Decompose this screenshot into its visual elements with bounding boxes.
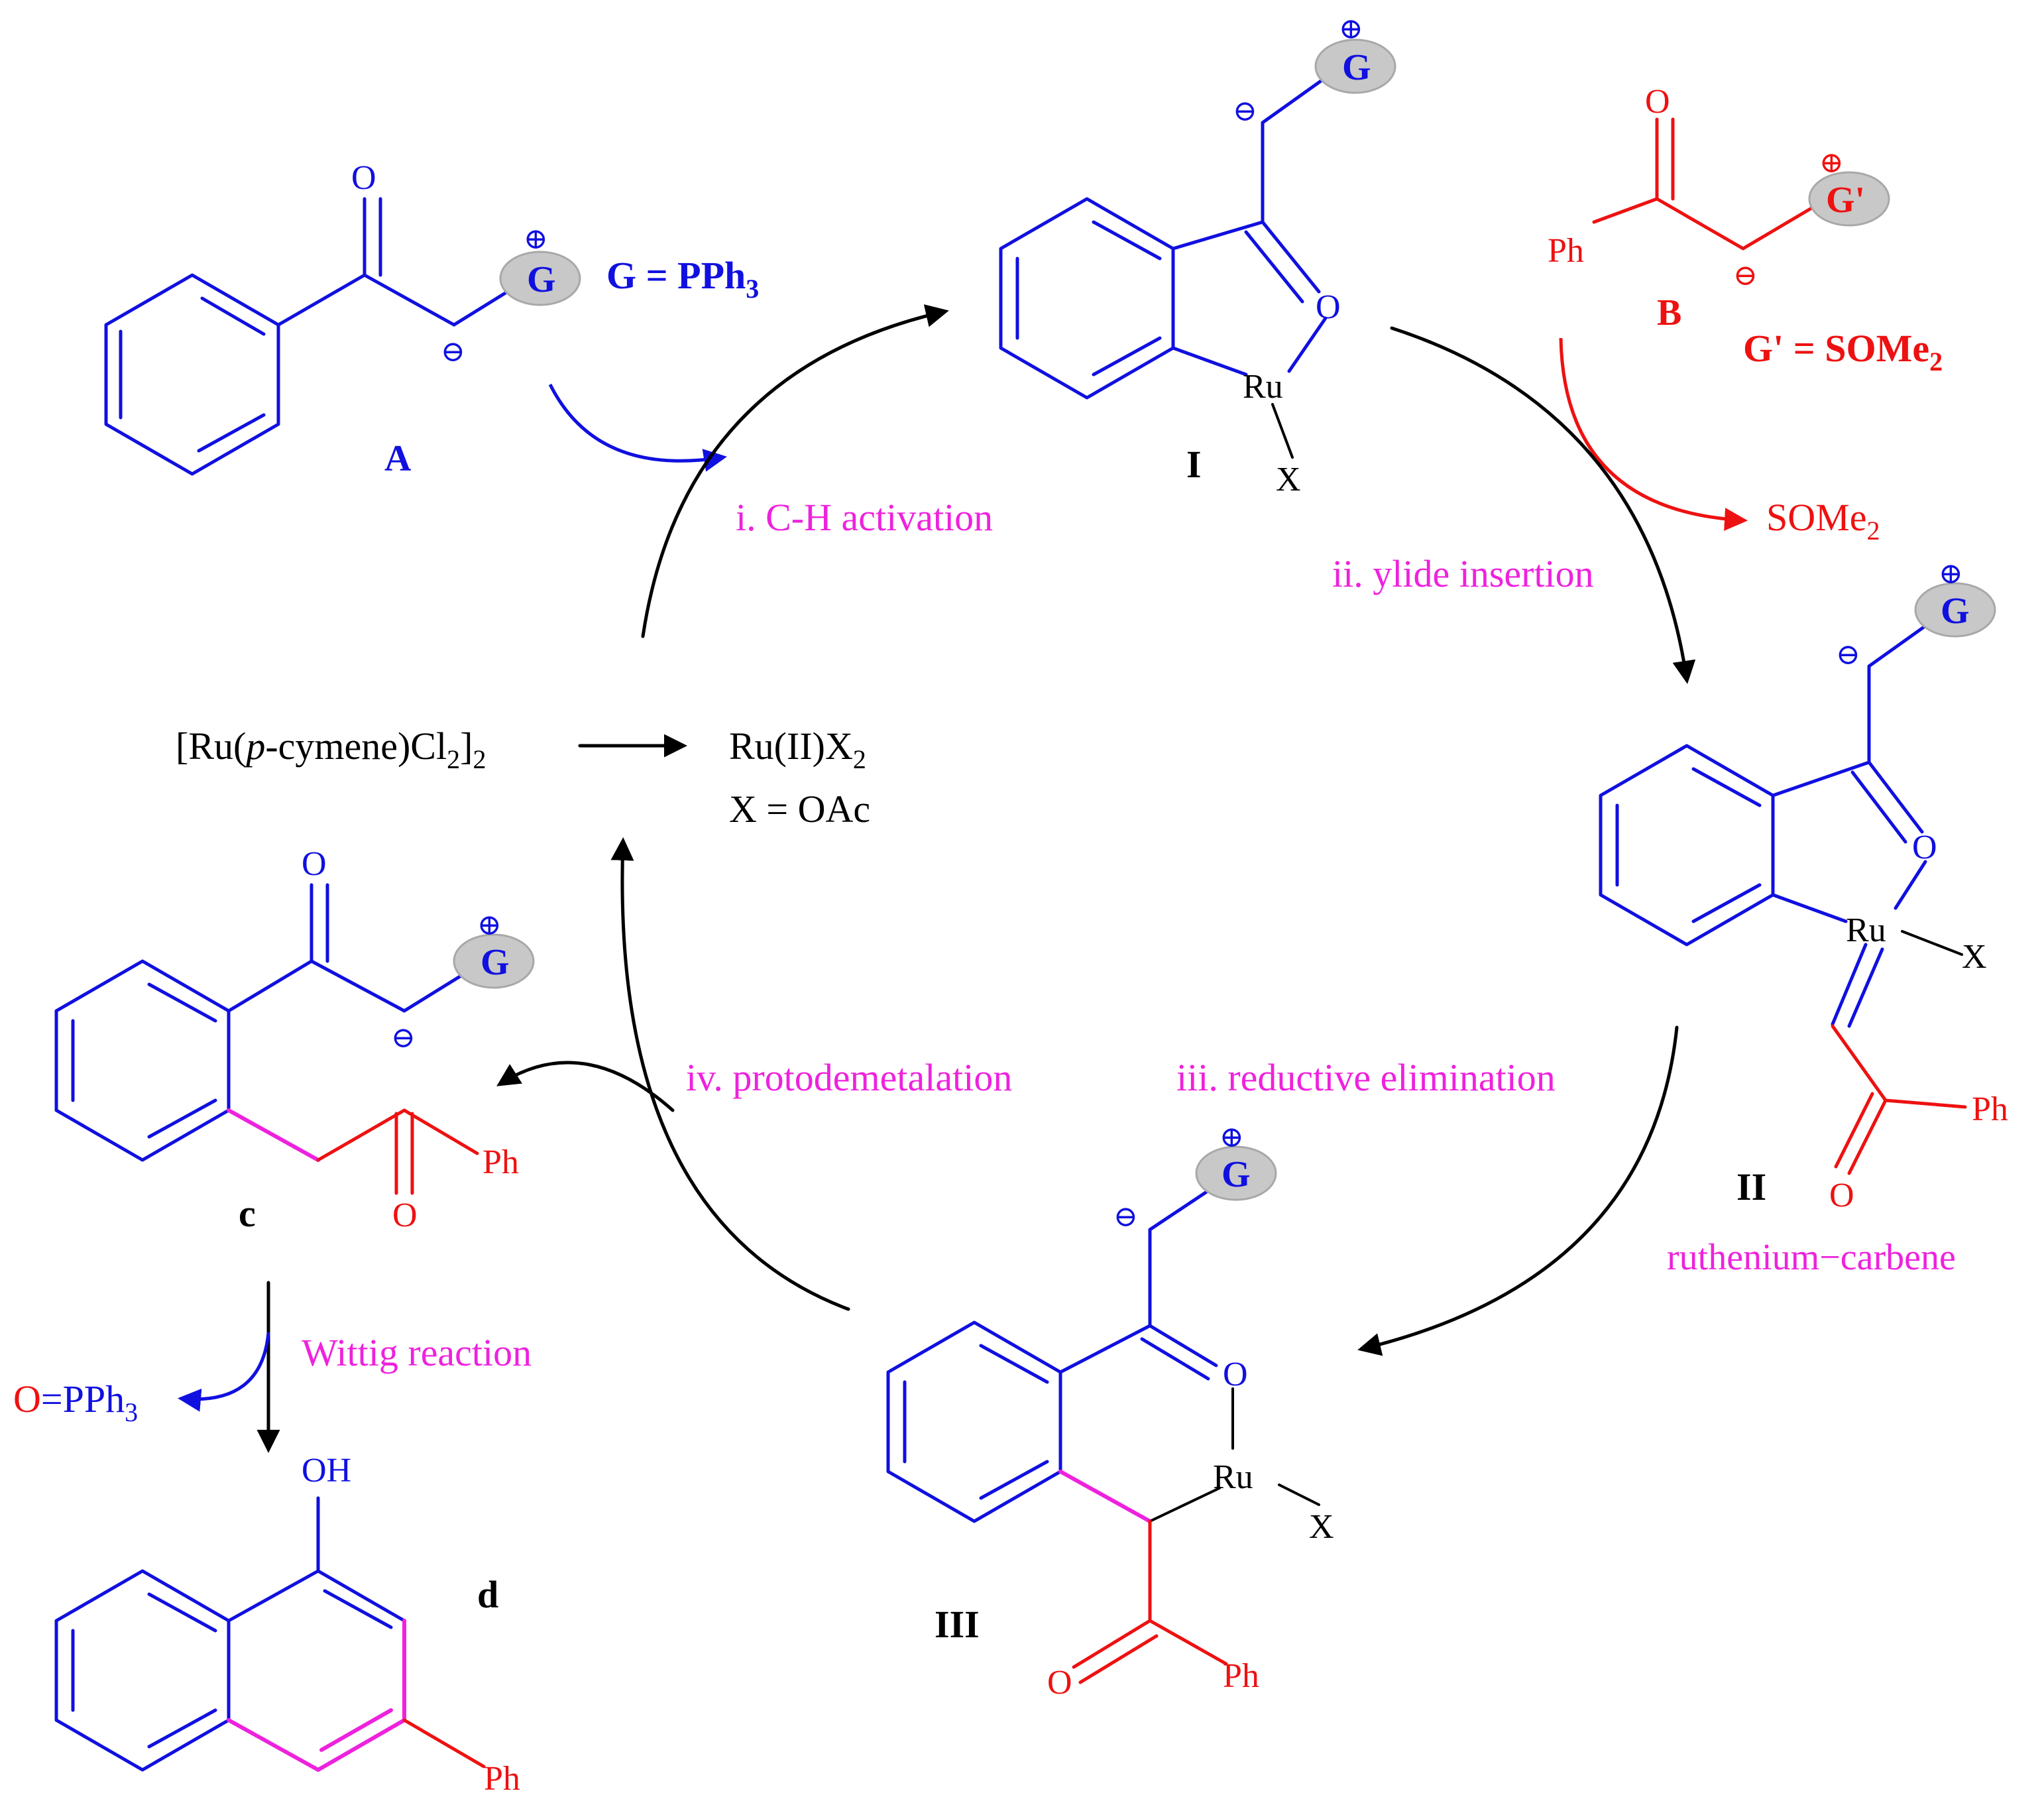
g-prime-definition: G' = SOMe2 xyxy=(1743,327,1943,377)
x-definition: X = OAc xyxy=(729,787,870,831)
arrow-step-iv xyxy=(610,837,850,1311)
intermediate-III: O Ru X O Ph G ⊕ ⊖ III xyxy=(886,1121,1334,1702)
minus-charge-icon: ⊖ xyxy=(441,335,465,368)
wittig-label: Wittig reaction xyxy=(302,1331,532,1374)
phenyl-label: Ph xyxy=(1972,1090,2008,1128)
minus-charge-icon: ⊖ xyxy=(1733,259,1758,292)
ruthenium-label: Ru xyxy=(1846,911,1886,949)
x-label: X xyxy=(1962,938,1987,976)
arrow-release-c xyxy=(496,1061,675,1112)
arrow-step-iii xyxy=(1357,1025,1679,1356)
plus-charge-icon: ⊕ xyxy=(1339,13,1363,45)
g-label: G xyxy=(1342,47,1371,88)
reagent-B: O Ph G' ⊕ ⊖ B xyxy=(1548,83,1890,333)
intermediate-II: O Ru X Ph O G ⊕ ⊖ II xyxy=(1599,557,2008,1214)
oxygen-label: O xyxy=(302,845,327,883)
step-ii-label: ii. ylide insertion xyxy=(1332,552,1594,595)
arrow-wittig-byproduct xyxy=(178,1332,270,1412)
label-A: A xyxy=(384,438,412,479)
arrow-step-i xyxy=(641,304,949,638)
plus-charge-icon: ⊕ xyxy=(1819,146,1844,179)
carbene-note: ruthenium−carbene xyxy=(1667,1237,1956,1278)
label-I: I xyxy=(1186,443,1202,486)
g-prime-label: G' xyxy=(1826,180,1865,221)
g-label: G xyxy=(1221,1154,1251,1195)
step-iii-label: iii. reductive elimination xyxy=(1176,1056,1556,1099)
plus-charge-icon: ⊕ xyxy=(477,909,502,941)
arrow-step-ii xyxy=(1390,326,1696,684)
g-label: G xyxy=(527,259,556,300)
label-B: B xyxy=(1657,292,1681,333)
phenyl-label: Ph xyxy=(483,1143,519,1181)
oxygen-label: O xyxy=(1316,288,1341,326)
oxygen-label: O xyxy=(1047,1664,1072,1702)
plus-charge-icon: ⊕ xyxy=(1220,1121,1244,1153)
minus-charge-icon: ⊖ xyxy=(391,1021,416,1054)
oxygen-label: O xyxy=(1645,83,1670,121)
step-i-label: i. C-H activation xyxy=(736,496,993,539)
g-label: G xyxy=(1941,591,1970,632)
arrow-B-to-SOMe2 xyxy=(1559,337,1748,531)
g-label: G xyxy=(481,942,510,983)
oxygen-label: O xyxy=(1912,829,1937,866)
arrow-A-entry xyxy=(548,383,727,472)
intermediate-I: O Ru X G ⊕ ⊖ I xyxy=(999,13,1396,498)
oxygen-label: O xyxy=(1829,1177,1854,1214)
label-c: c xyxy=(239,1192,256,1235)
some2-byproduct: SOMe2 xyxy=(1766,496,1880,546)
oppp-byproduct: O=PPh3 xyxy=(13,1377,138,1427)
compound-A: O G ⊕ ⊖ A xyxy=(104,159,581,479)
phenyl-label: Ph xyxy=(1223,1657,1259,1695)
hydroxyl-label: OH xyxy=(302,1452,351,1489)
label-II: II xyxy=(1736,1165,1766,1208)
phenyl-label: Ph xyxy=(1548,232,1584,270)
label-III: III xyxy=(935,1603,980,1646)
product-c: O G ⊕ ⊖ Ph O c xyxy=(54,845,535,1235)
catalyst-precursor: [Ru(p-cymene)Cl2]2 xyxy=(176,725,486,774)
minus-charge-icon: ⊖ xyxy=(1233,95,1257,127)
oxygen-label: O xyxy=(1223,1356,1248,1393)
oxygen-label: O xyxy=(392,1196,418,1234)
minus-charge-icon: ⊖ xyxy=(1836,638,1860,671)
plus-charge-icon: ⊕ xyxy=(1939,557,1963,590)
phenyl-label: Ph xyxy=(484,1760,520,1798)
label-d: d xyxy=(477,1573,498,1616)
plus-charge-icon: ⊕ xyxy=(524,223,548,255)
minus-charge-icon: ⊖ xyxy=(1113,1200,1138,1233)
ruthenium-label: Ru xyxy=(1243,368,1283,406)
product-d: OH Ph d xyxy=(54,1452,520,1798)
x-label: X xyxy=(1309,1508,1334,1546)
g-definition: G = PPh3 xyxy=(606,254,759,304)
oxygen-label: O xyxy=(351,159,376,197)
ruthenium-label: Ru xyxy=(1213,1458,1253,1496)
active-catalyst: Ru(II)X2 xyxy=(729,725,866,774)
step-iv-label: iv. protodemetalation xyxy=(686,1056,1012,1099)
x-label: X xyxy=(1276,461,1301,498)
